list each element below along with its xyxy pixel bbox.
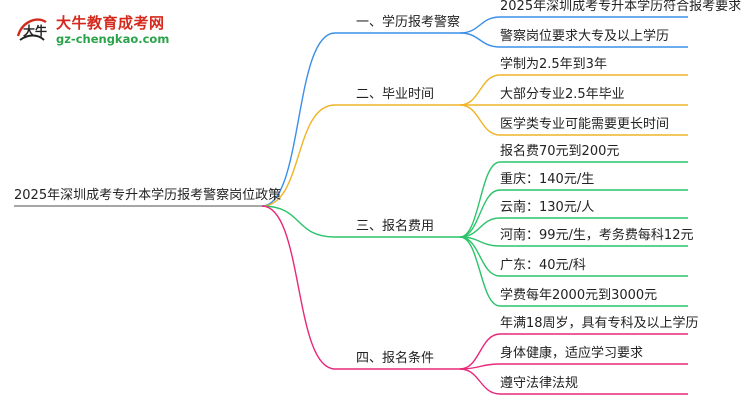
leaf-topic: 河南：99元/生，考务费每科12元 bbox=[500, 228, 694, 243]
leaf-connector bbox=[459, 236, 688, 247]
leaf-connector bbox=[459, 363, 688, 370]
leaf-topic: 年满18周岁，具有专科及以上学历 bbox=[500, 316, 699, 331]
logo-mark-icon: 大牛 bbox=[16, 18, 47, 41]
root-topic: 2025年深圳成考专升本学历报考警察岗位政策 bbox=[14, 188, 282, 203]
branch-topic: 一、学历报考警察 bbox=[356, 15, 461, 30]
leaf-topic: 医学类专业可能需要更长时间 bbox=[500, 117, 670, 132]
branch-connector bbox=[261, 205, 460, 370]
leaf-topic: 学制为2.5年到3年 bbox=[500, 57, 607, 72]
leaf-topic: 学费每年2000元到3000元 bbox=[500, 288, 658, 303]
leaf-connector bbox=[459, 368, 688, 395]
branch-connector bbox=[261, 32, 460, 207]
leaf-connector bbox=[459, 104, 688, 136]
branch-topic: 三、报名费用 bbox=[356, 219, 435, 234]
leaf-topic: 身体健康，适应学习要求 bbox=[500, 346, 644, 361]
branch-topic: 四、报名条件 bbox=[356, 351, 435, 366]
leaf-connector bbox=[459, 32, 688, 48]
logo-title: 大牛教育成考网 bbox=[56, 14, 165, 32]
branch-topic: 二、毕业时间 bbox=[356, 87, 435, 102]
leaf-topic: 重庆：140元/生 bbox=[500, 172, 595, 187]
leaf-topic: 遵守法律法规 bbox=[500, 376, 579, 391]
leaf-topic: 云南：130元/人 bbox=[500, 200, 595, 215]
leaf-topic: 广东：40元/科 bbox=[500, 258, 586, 273]
logo-url: gz-chengkao.com bbox=[56, 32, 170, 46]
leaf-topic: 报名费70元到200元 bbox=[500, 144, 620, 159]
leaf-connector bbox=[459, 217, 688, 238]
leaf-connector bbox=[459, 236, 688, 307]
branch-connector bbox=[261, 205, 460, 238]
branch-connector bbox=[261, 104, 460, 207]
site-logo[interactable]: 大牛 大牛教育成考网 gz-chengkao.com bbox=[6, 8, 176, 50]
leaf-topic: 警察岗位要求大专及以上学历 bbox=[500, 29, 670, 44]
leaf-connector bbox=[459, 333, 688, 370]
leaf-topic: 大部分专业2.5年毕业 bbox=[500, 87, 625, 102]
leaf-connector bbox=[459, 74, 688, 106]
leaf-connector bbox=[459, 161, 688, 238]
leaf-connector bbox=[459, 236, 688, 277]
logo-mark-text: 大牛 bbox=[23, 23, 47, 38]
leaf-connector bbox=[459, 16, 688, 34]
leaf-connector bbox=[459, 189, 688, 238]
leaf-topic: 2025年深圳成考专升本学历符合报考要求 bbox=[500, 0, 742, 14]
